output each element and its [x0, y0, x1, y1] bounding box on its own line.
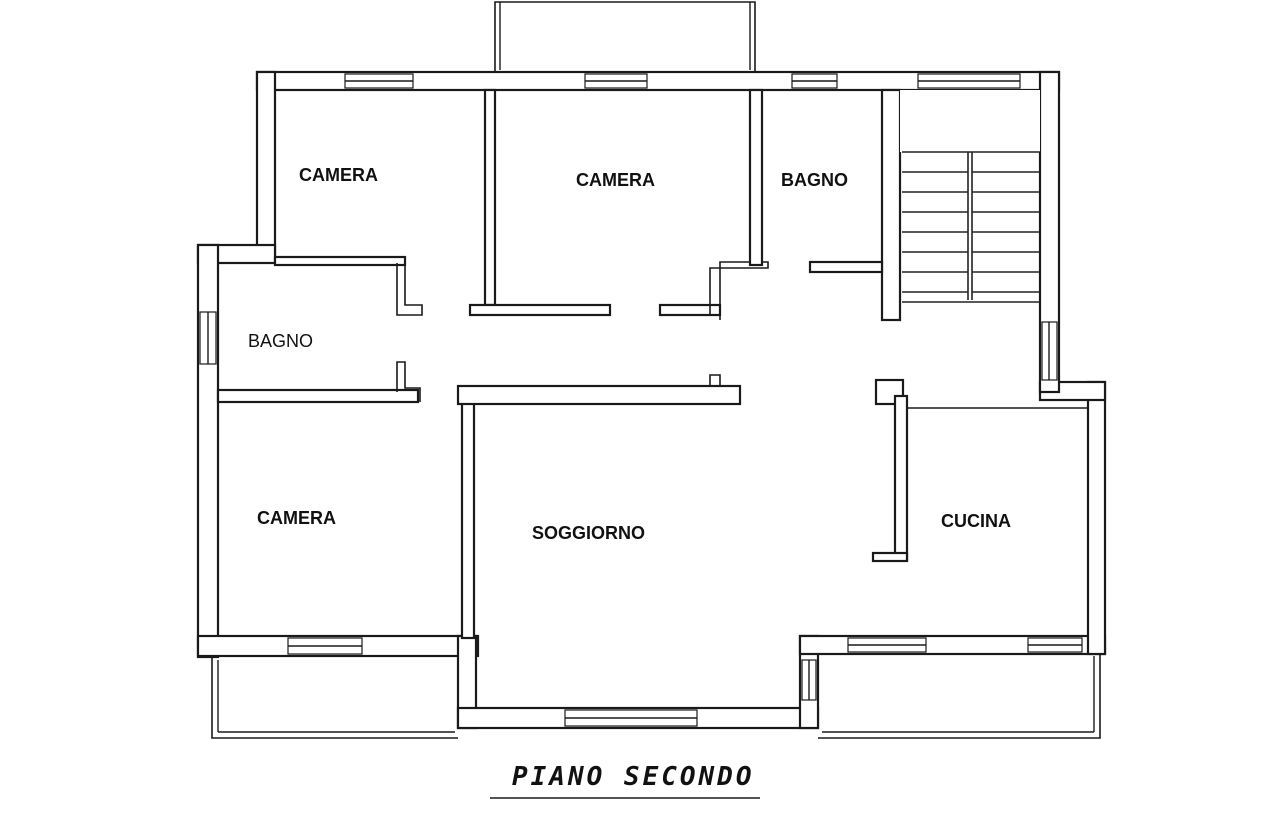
plan-title-text: PIANO SECONDO — [512, 762, 755, 792]
windows — [199, 73, 1083, 727]
room-label-cucina: CUCINA — [941, 511, 1011, 531]
plan-title: PIANO SECONDO — [490, 762, 760, 799]
staircase — [900, 90, 1040, 303]
room-label-bagno-top: BAGNO — [781, 170, 848, 190]
balconies — [211, 654, 1101, 739]
room-label-soggiorno: SOGGIORNO — [532, 523, 645, 543]
room-label-bagno-left: BAGNO — [248, 331, 313, 351]
exterior-walls — [196, 70, 1107, 730]
room-label-camera-top-center: CAMERA — [576, 170, 655, 190]
room-labels: CAMERA CAMERA BAGNO BAGNO CAMERA SOGGIOR… — [248, 165, 1011, 543]
interior-walls — [216, 88, 1088, 640]
top-terrace — [494, 1, 756, 72]
room-label-camera-top-left: CAMERA — [299, 165, 378, 185]
room-label-camera-left: CAMERA — [257, 508, 336, 528]
